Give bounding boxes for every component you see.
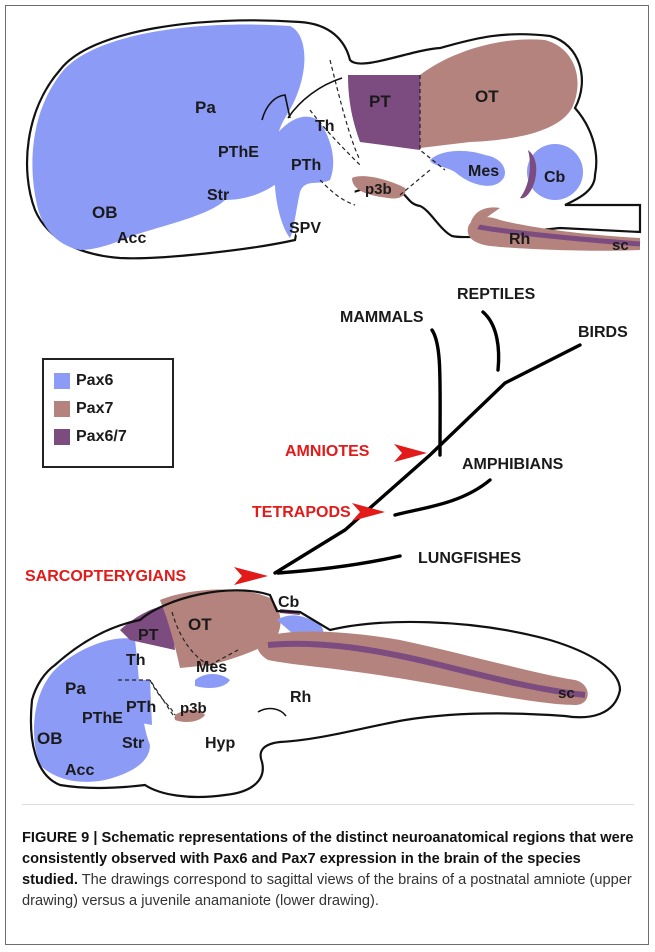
- tree-label-lungfishes: LUNGFISHES: [418, 550, 521, 567]
- pax6-swatch: [54, 373, 70, 389]
- legend: Pax6 Pax7 Pax6/7: [42, 358, 174, 468]
- upper-label-p3b: p3b: [365, 181, 392, 198]
- tree-label-amphibians: AMPHIBIANS: [462, 456, 564, 473]
- pax67-swatch: [54, 429, 70, 445]
- upper-ot-region: [420, 39, 578, 148]
- upper-label-pa: Pa: [195, 98, 216, 117]
- pax7-swatch: [54, 401, 70, 417]
- lower-label-mes: Mes: [196, 659, 227, 676]
- sarcopterygians-arrow-icon: [234, 567, 268, 585]
- tree-label-birds: BIRDS: [578, 324, 628, 341]
- upper-label-pt: PT: [369, 92, 391, 111]
- upper-label-ot: OT: [475, 87, 499, 106]
- tetrapods-arrow-icon: [352, 503, 385, 521]
- node-label-amniotes: AMNIOTES: [285, 443, 370, 460]
- caption-body: The drawings correspond to sagittal view…: [22, 872, 632, 909]
- tree-label-mammals: MAMMALS: [340, 309, 424, 326]
- lower-label-pthe: PThE: [82, 710, 123, 727]
- lower-label-ot: OT: [188, 615, 212, 634]
- legend-label: Pax6: [76, 372, 113, 390]
- legend-item-pax67: Pax6/7: [54, 428, 127, 446]
- legend-label: Pax6/7: [76, 428, 127, 446]
- lower-label-str: Str: [122, 735, 144, 752]
- legend-item-pax7: Pax7: [54, 400, 113, 418]
- lower-mes-region: [195, 674, 230, 688]
- upper-label-acc: Acc: [117, 230, 146, 247]
- amniotes-arrow-icon: [394, 444, 427, 462]
- upper-label-str: Str: [207, 187, 229, 204]
- upper-pt-region: [348, 75, 420, 150]
- legend-label: Pax7: [76, 400, 113, 418]
- lower-label-pa: Pa: [65, 679, 86, 698]
- lower-label-th: Th: [126, 652, 146, 669]
- tree-label-reptiles: REPTILES: [457, 286, 536, 303]
- lower-label-hyp: Hyp: [205, 735, 235, 752]
- lower-label-cb: Cb: [278, 594, 300, 611]
- lower-label-rh: Rh: [290, 689, 311, 706]
- upper-label-sc: sc: [612, 237, 629, 254]
- node-label-sarcopterygians: SARCOPTERYGIANS: [25, 568, 187, 585]
- figure-caption: FIGURE 9 | Schematic representations of …: [22, 828, 637, 912]
- caption-separator: [22, 804, 634, 805]
- upper-label-rh: Rh: [509, 231, 530, 248]
- lower-label-ob: OB: [37, 729, 63, 748]
- upper-label-spv: SPV: [289, 220, 321, 237]
- lower-label-pt: PT: [138, 627, 159, 644]
- legend-item-pax6: Pax6: [54, 372, 113, 390]
- upper-label-ob: OB: [92, 203, 118, 222]
- upper-label-pth: PTh: [291, 157, 321, 174]
- upper-brain: [27, 20, 640, 258]
- upper-label-mes: Mes: [468, 163, 499, 180]
- upper-label-pthe: PThE: [218, 144, 259, 161]
- lower-label-pth: PTh: [126, 699, 156, 716]
- lower-label-acc: Acc: [65, 762, 94, 779]
- node-label-tetrapods: TETRAPODS: [252, 504, 351, 521]
- lower-label-sc: sc: [558, 685, 575, 702]
- upper-label-th: Th: [315, 118, 335, 135]
- lower-brain: [31, 590, 620, 797]
- lower-label-p3b: p3b: [180, 700, 207, 717]
- upper-label-cb: Cb: [544, 169, 566, 186]
